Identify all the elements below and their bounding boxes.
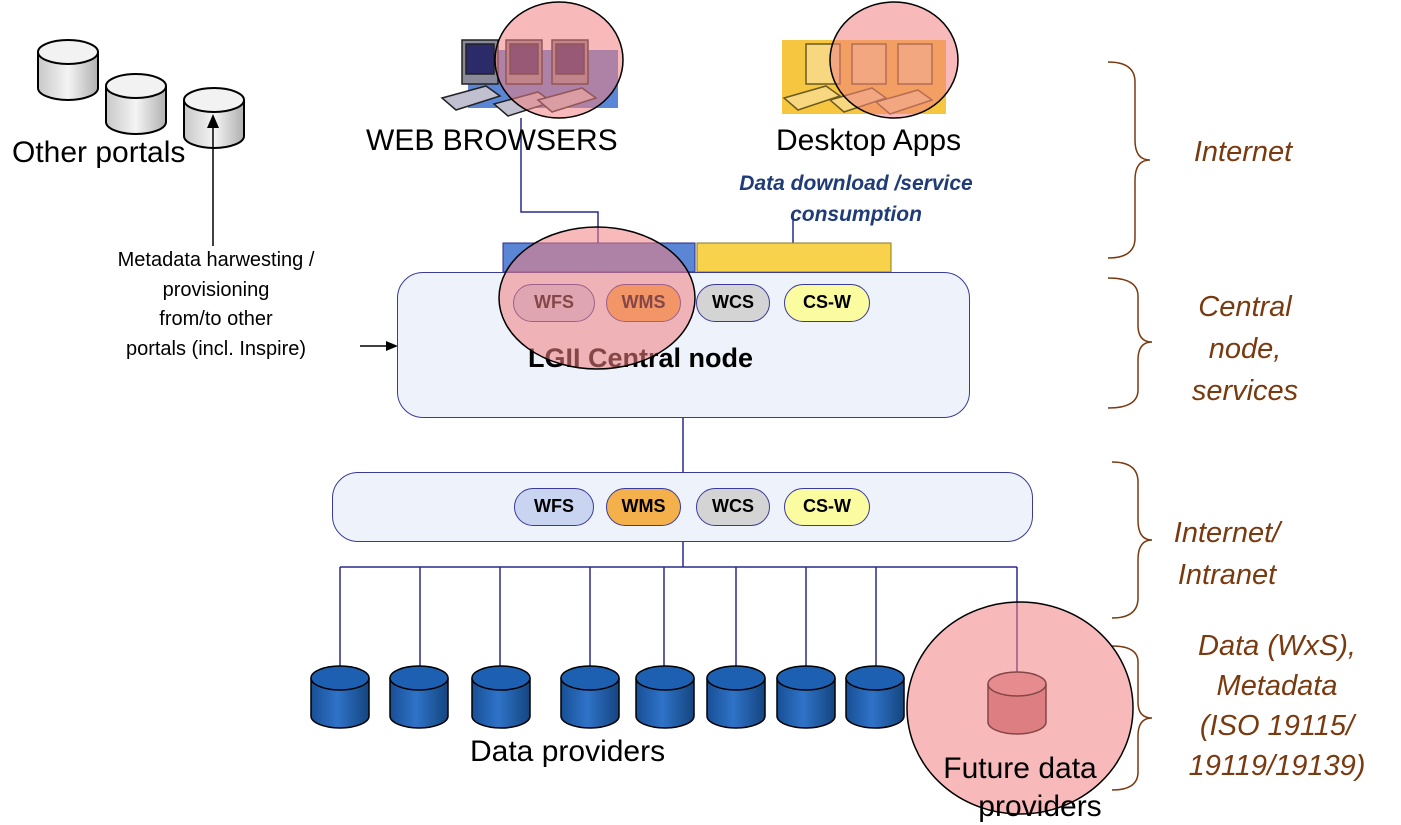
provider-db-icon [471, 665, 531, 729]
metadata-harvesting-box: Metadata harwesting / provisioning from/… [72, 246, 360, 396]
web-browser-computers-icon [440, 39, 618, 117]
central-wms-pill[interactable]: WMS [606, 284, 681, 322]
web-browsers-label: WEB BROWSERS [366, 124, 618, 157]
central-csw-pill[interactable]: CS-W [784, 284, 870, 322]
tier-intranet-label: Internet/ Intranet [1173, 517, 1281, 591]
data-providers-label: Data providers [470, 735, 666, 768]
provider-db-icon [845, 665, 905, 729]
central-wcs-pill[interactable]: WCS [696, 284, 770, 322]
future-provider-db-icon [987, 671, 1047, 735]
other-portals-db-icon [37, 39, 245, 149]
provider-db-icon [560, 665, 620, 729]
provider-csw-pill[interactable]: CS-W [784, 488, 870, 526]
provider-wfs-pill[interactable]: WFS [514, 488, 594, 526]
future-data-providers-label: Future data providers [943, 752, 1102, 823]
data-download-label: Data download /service consumption [739, 172, 973, 226]
central-wfs-pill[interactable]: WFS [513, 284, 595, 322]
provider-db-icon [389, 665, 449, 729]
provider-db-icon [706, 665, 766, 729]
provider-db-icon [635, 665, 695, 729]
provider-tree-lines [339, 542, 1018, 672]
other-portals-label: Other portals [12, 136, 186, 169]
tier-data-label: Data (WxS), Metadata (ISO 19115/ 19119/1… [1188, 630, 1366, 782]
central-node-label: LGII Central node [528, 343, 754, 373]
tier-internet-label: Internet [1193, 136, 1293, 168]
desktop-access-bar [696, 242, 892, 273]
provider-wms-pill[interactable]: WMS [606, 488, 681, 526]
web-access-bar [502, 242, 696, 273]
data-provider-databases [310, 665, 905, 729]
desktop-apps-label: Desktop Apps [776, 124, 962, 157]
desktop-app-computers-icon [782, 40, 946, 115]
provider-db-icon [310, 665, 370, 729]
provider-wcs-pill[interactable]: WCS [696, 488, 770, 526]
tier-braces [1107, 61, 1153, 791]
provider-db-icon [776, 665, 836, 729]
tier-central-label: Central node, services [1191, 291, 1299, 407]
provider-services-box [332, 472, 1033, 542]
